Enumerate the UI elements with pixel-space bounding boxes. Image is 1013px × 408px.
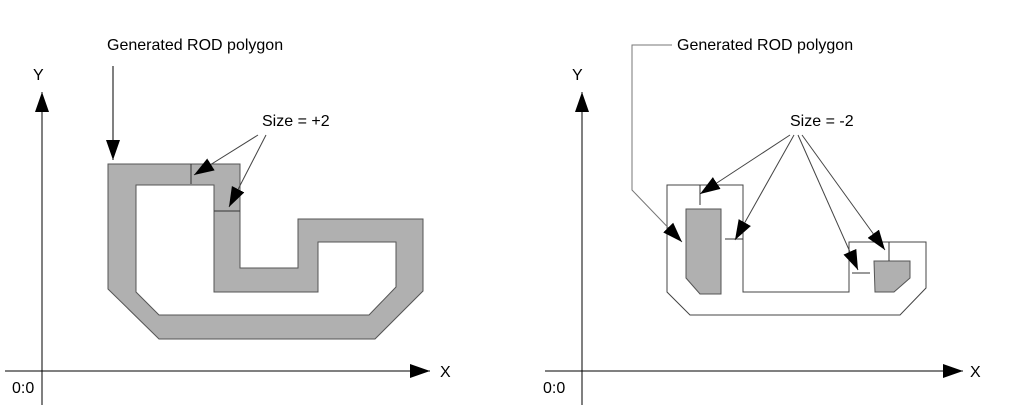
generated-rod-polygon [107,163,424,340]
size-leader [699,134,791,195]
polygon-label: Generated ROD polygon [107,37,283,54]
size-leader [193,134,259,176]
left-panel: Y X 0:0 Generated ROD polygon Size = +2 [5,37,451,405]
right-panel: Y X 0:0 Generated ROD polygon Size = -2 [543,37,981,405]
size-leader [801,134,886,251]
size-leader [228,134,267,208]
generated-rod-polygon [685,208,722,295]
y-axis-label: Y [33,67,44,84]
generated-rod-polygon [873,260,911,293]
size-label: Size = -2 [790,113,854,130]
polygon-label: Generated ROD polygon [677,37,853,54]
original-polygon-outline [666,184,927,316]
origin-label: 0:0 [543,380,565,397]
size-leader [797,134,859,271]
y-axis-label: Y [572,67,583,84]
origin-label: 0:0 [12,380,34,397]
x-axis-label: X [440,364,451,381]
polygon-leader [631,44,683,243]
size-leader [734,134,795,241]
x-axis-label: X [970,364,981,381]
size-label: Size = +2 [262,113,330,130]
